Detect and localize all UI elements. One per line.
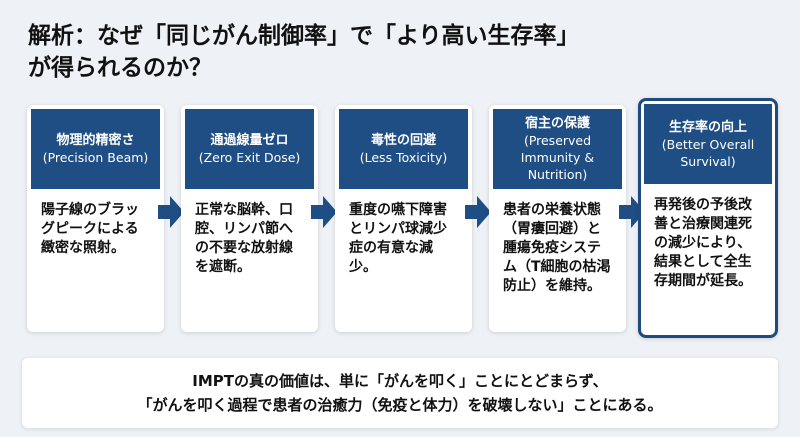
step-body: 重度の嚥下障害とリンパ球減少症の有意な減少。 xyxy=(349,202,447,275)
step-subtitle: (Preserved Immunity & Nutrition) xyxy=(520,133,595,182)
step-title: 宿主の保護 xyxy=(524,116,590,131)
step-header: 通過線量ゼロ (Zero Exit Dose) xyxy=(185,109,314,189)
arrow-right-icon xyxy=(311,196,337,228)
step-subtitle: (Zero Exit Dose) xyxy=(198,150,301,165)
step-body: 患者の栄養状態（胃瘻回避）と腫瘍免疫システム（T細胞の枯渇防止）を維持。 xyxy=(503,202,611,294)
step-subtitle: (Better Overall Survival) xyxy=(661,136,755,169)
step-header: 宿主の保護 (Preserved Immunity & Nutrition) xyxy=(493,109,622,189)
step-card-precision: 物理的精密さ (Precision Beam) 陽子線のブラッグピークによる緻密な… xyxy=(27,105,164,332)
arrow-right-icon xyxy=(619,196,645,228)
step-card-better-survival: 生存率の向上(Better Overall Survival) 再発後の予後改善… xyxy=(638,98,778,338)
conclusion-box: IMPTの真の価値は、単に「がんを叩く」ことにとどまらず、 「がんを叩く過程で患… xyxy=(22,358,778,428)
conclusion-line-1: IMPTの真の価値は、単に「がんを叩く」ことにとどまらず、 xyxy=(192,372,608,390)
step-card-zero-exit-dose: 通過線量ゼロ (Zero Exit Dose) 正常な脳幹、口腔、リンパ節への不要… xyxy=(181,105,318,332)
step-body: 正常な脳幹、口腔、リンパ節への不要な放射線を遮断。 xyxy=(195,202,293,275)
step-header: 物理的精密さ (Precision Beam) xyxy=(31,109,160,189)
conclusion-line-2: 「がんを叩く過程で患者の治癒力（免疫と体力）を破壊しない」ことにある。 xyxy=(137,396,663,414)
step-title: 通過線量ゼロ xyxy=(210,133,289,148)
arrow-right-icon xyxy=(465,196,491,228)
title-line-1: 解析：なぜ「同じがん制御率」で「より高い生存率」 xyxy=(28,23,580,49)
step-card-preserved-immunity: 宿主の保護 (Preserved Immunity & Nutrition) 患者… xyxy=(489,105,626,332)
arrow-right-icon xyxy=(158,196,184,228)
step-title: 物理的精密さ xyxy=(56,133,135,148)
step-header: 生存率の向上(Better Overall Survival) xyxy=(644,104,772,184)
title-line-2: が得られるのか？ xyxy=(28,55,212,81)
step-title: 毒性の回避 xyxy=(370,133,436,148)
step-body: 陽子線のブラッグピークによる緻密な照射。 xyxy=(41,202,139,256)
step-header: 毒性の回避 (Less Toxicity) xyxy=(339,109,468,189)
step-title: 生存率の向上 xyxy=(668,119,747,135)
step-subtitle: (Precision Beam) xyxy=(42,150,149,165)
step-subtitle: (Less Toxicity) xyxy=(359,150,448,165)
step-card-less-toxicity: 毒性の回避 (Less Toxicity) 重度の嚥下障害とリンパ球減少症の有意な… xyxy=(335,105,472,332)
page-title: 解析：なぜ「同じがん制御率」で「より高い生存率」 が得られるのか？ xyxy=(28,20,728,84)
step-body: 再発後の予後改善と治療関連死の減少により、結果として全生存期間が延長。 xyxy=(654,197,752,289)
